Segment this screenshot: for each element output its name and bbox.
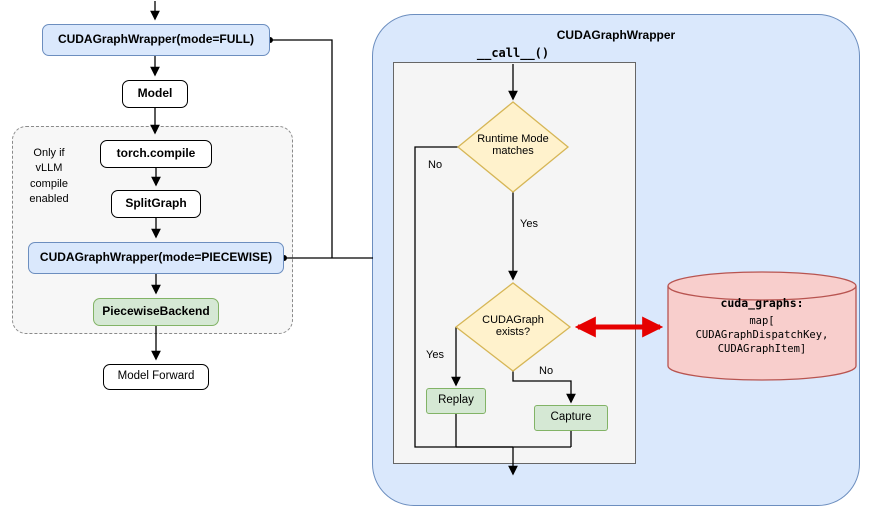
node-split-graph: SplitGraph	[111, 190, 201, 218]
decision-cudagraph-exists-label: CUDAGraph exists?	[482, 314, 544, 338]
node-model-forward: Model Forward	[103, 364, 209, 390]
node-piecewise-wrapper: CUDAGraphWrapper(mode=PIECEWISE)	[28, 242, 284, 274]
call-method-label: __call__()	[476, 46, 550, 60]
node-capture: Capture	[534, 405, 608, 431]
edge-label-no-runtime: No	[428, 159, 443, 171]
edge-label-no-exists: No	[539, 365, 554, 377]
node-model: Model	[122, 80, 188, 108]
panel-title: CUDAGraphWrapper	[556, 28, 676, 42]
compile-only-note: Only if vLLM compile enabled	[29, 147, 69, 206]
edge-label-yes-runtime: Yes	[520, 218, 538, 230]
node-piecewise-backend: PiecewiseBackend	[93, 298, 219, 326]
decision-runtime-mode-label: Runtime Mode matches	[477, 133, 549, 157]
node-replay: Replay	[426, 388, 486, 414]
edge-label-yes-exists: Yes	[426, 349, 444, 361]
node-torch-compile: torch.compile	[100, 140, 212, 168]
datastore-title: cuda_graphs:	[720, 296, 804, 310]
datastore-body: map[ CUDAGraphDispatchKey, CUDAGraphItem…	[695, 315, 829, 356]
node-full-wrapper: CUDAGraphWrapper(mode=FULL)	[42, 24, 270, 56]
